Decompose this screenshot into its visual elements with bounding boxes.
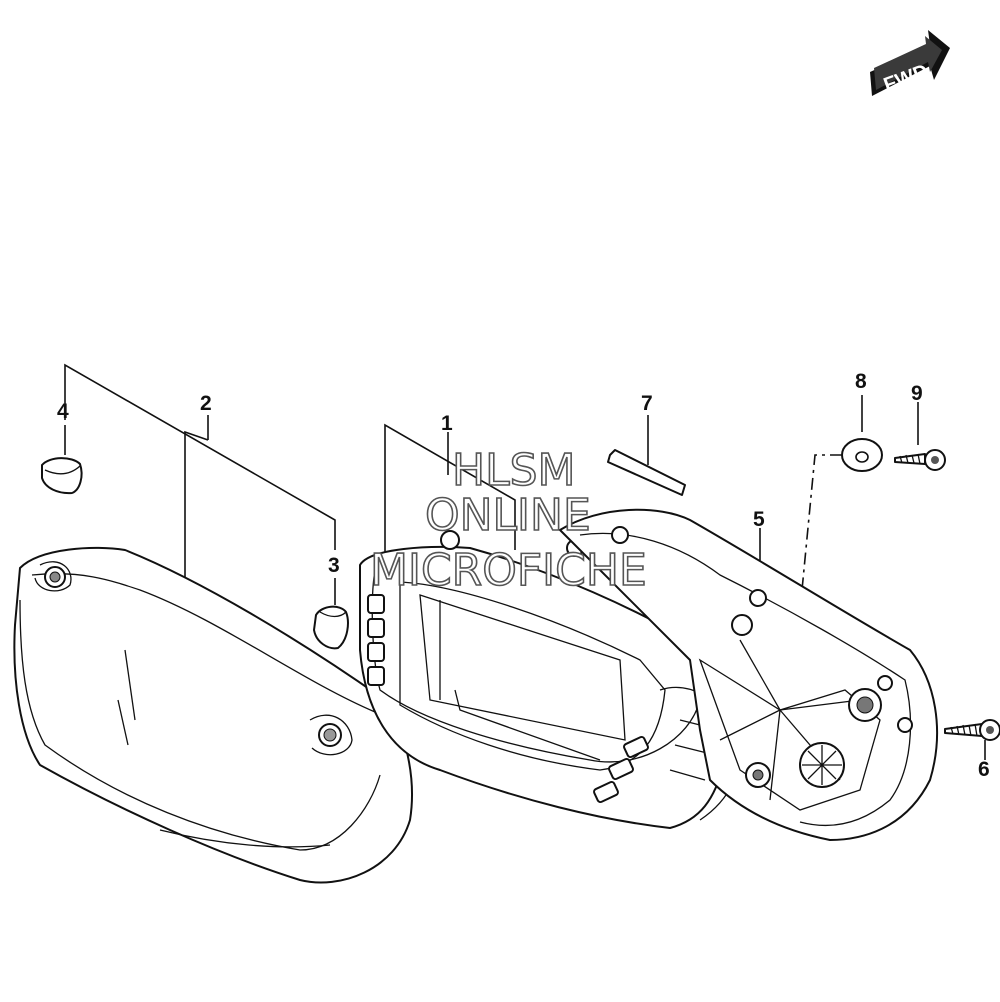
screw-part-9 (894, 449, 946, 471)
forward-arrow-icon: FWD (870, 30, 950, 97)
button-column-right (593, 735, 649, 804)
washer (841, 438, 883, 472)
callout-9: 9 (911, 382, 923, 405)
callout-1: 1 (441, 412, 453, 435)
svg-text:MICROFICHE: MICROFICHE (370, 545, 647, 596)
cushion-part-3 (313, 605, 349, 650)
meter-case (559, 508, 939, 841)
callout-7: 7 (641, 392, 653, 415)
watermark: HLSM ONLINE MICROFICHE (369, 444, 647, 597)
callout-4: 4 (57, 400, 69, 423)
callouts: 1 2 3 4 5 6 7 8 9 (57, 370, 990, 781)
svg-text:ONLINE: ONLINE (425, 490, 591, 541)
callout-8: 8 (855, 370, 867, 393)
callout-6: 6 (978, 758, 990, 781)
callout-5: 5 (753, 508, 765, 531)
button-column-left (367, 594, 385, 686)
tape-strip (607, 449, 686, 496)
callout-2: 2 (200, 392, 212, 415)
callout-3: 3 (328, 554, 340, 577)
cushion-part-4 (41, 457, 83, 495)
screw-part-6 (944, 719, 1000, 741)
meter-cover (13, 546, 413, 884)
svg-text:HLSM: HLSM (452, 445, 576, 496)
meter-assembly (359, 530, 742, 829)
